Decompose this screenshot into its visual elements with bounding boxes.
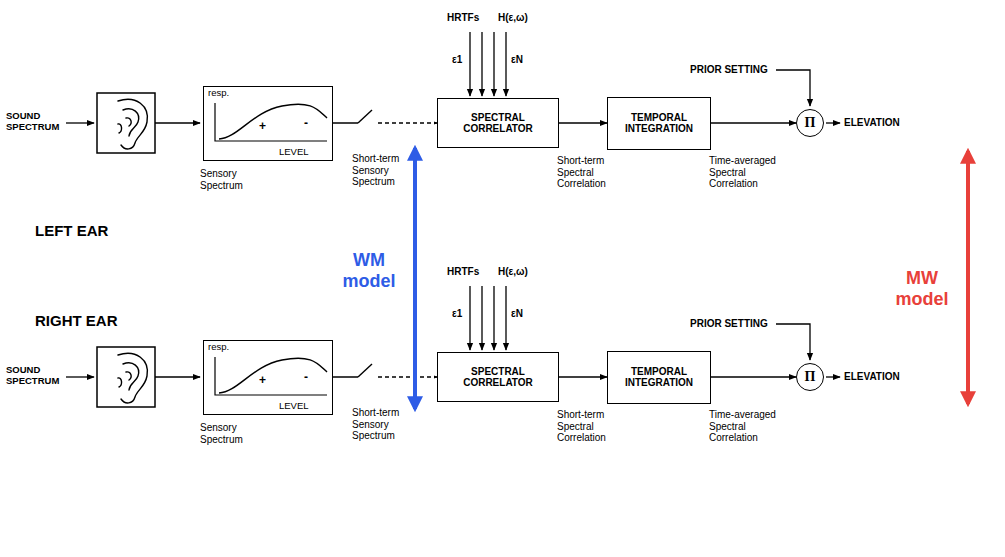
input-label: PRIOR SETTING xyxy=(690,318,768,330)
process-box: TEMPORAL INTEGRATION xyxy=(607,97,711,150)
input-label: SOUND SPECTRUM xyxy=(6,111,68,133)
operator-symbol: Π xyxy=(805,116,816,130)
input-label: PRIOR SETTING xyxy=(690,64,768,76)
axis-label: LEVEL xyxy=(279,401,309,412)
response-curve xyxy=(219,104,327,139)
box-label: TEMPORAL INTEGRATION xyxy=(608,112,710,135)
process-box: SPECTRAL CORRELATOR xyxy=(437,352,559,402)
response-box: resp. + - LEVEL xyxy=(203,86,333,161)
channel-title: LEFT EAR xyxy=(35,222,108,239)
output-label: ELEVATION xyxy=(844,371,900,383)
signal-connector xyxy=(559,122,607,123)
model-double-arrow xyxy=(413,148,417,409)
signal-connector xyxy=(711,376,796,377)
operator-symbol: Π xyxy=(805,370,816,384)
signal-connector xyxy=(559,376,607,377)
switch-blade xyxy=(358,110,372,123)
hrtf-arrow xyxy=(505,32,506,96)
signal-label: Short-term Sensory Spectrum xyxy=(352,407,406,442)
index-label: ε1 xyxy=(452,54,462,66)
signal-label: Short-term Sensory Spectrum xyxy=(352,153,406,188)
axis-label: LEVEL xyxy=(279,147,309,158)
plot-axes xyxy=(215,103,327,141)
prior-arrow xyxy=(776,70,810,106)
input-label: H(ε,ω) xyxy=(498,12,528,24)
switch-gap xyxy=(358,110,434,136)
index-label: ε1 xyxy=(452,308,462,320)
box-label: SPECTRAL CORRELATOR xyxy=(438,366,558,389)
input-arrow xyxy=(66,122,94,123)
channel-title: RIGHT EAR xyxy=(35,312,118,329)
signal-arrow xyxy=(155,122,200,123)
process-box: SPECTRAL CORRELATOR xyxy=(437,98,559,148)
ear-icon xyxy=(118,99,147,149)
input-label: HRTFs xyxy=(447,12,479,24)
sign-mark: - xyxy=(304,371,308,385)
axis-label: resp. xyxy=(208,88,229,99)
signal-label: Short-term Spectral Correlation xyxy=(557,155,617,190)
product-node: Π xyxy=(796,109,824,137)
signal-label: Time-averaged Spectral Correlation xyxy=(709,155,785,190)
hrtf-arrow xyxy=(481,32,482,96)
output-arrow xyxy=(826,122,840,123)
signal-label: Short-term Spectral Correlation xyxy=(557,409,617,444)
model-label: MW model xyxy=(888,268,956,309)
input-label: H(ε,ω) xyxy=(498,266,528,278)
hrtf-arrow xyxy=(493,32,494,96)
ear-helix xyxy=(118,99,147,149)
signal-connector xyxy=(711,122,796,123)
product-node: Π xyxy=(796,363,824,391)
box-label: SPECTRAL CORRELATOR xyxy=(438,112,558,135)
channel-illustration xyxy=(66,286,840,407)
index-label: εN xyxy=(511,54,523,66)
hrtf-arrow xyxy=(469,32,470,96)
box-label: TEMPORAL INTEGRATION xyxy=(608,366,710,389)
ear-antihelix xyxy=(123,109,139,136)
sign-mark: - xyxy=(304,117,308,131)
index-label: εN xyxy=(511,308,523,320)
signal-connector xyxy=(333,122,437,123)
input-label: SOUND SPECTRUM xyxy=(6,365,68,387)
ear-tragus xyxy=(118,124,122,133)
axis-label: resp. xyxy=(208,342,229,353)
channel-illustration xyxy=(66,32,840,153)
signal-label: Sensory Spectrum xyxy=(200,422,256,445)
sign-mark: + xyxy=(259,374,266,388)
ear-box xyxy=(97,93,155,153)
signal-label: Time-averaged Spectral Correlation xyxy=(709,409,785,444)
switch-dashed-line xyxy=(378,122,435,123)
sign-mark: + xyxy=(259,120,266,134)
input-label: HRTFs xyxy=(447,266,479,278)
signal-label: Sensory Spectrum xyxy=(200,168,256,191)
model-double-arrow xyxy=(966,151,970,404)
output-label: ELEVATION xyxy=(844,117,900,129)
ear-concha xyxy=(126,118,131,126)
process-box: TEMPORAL INTEGRATION xyxy=(607,351,711,404)
model-label: WM model xyxy=(333,250,405,291)
response-box: resp. + - LEVEL xyxy=(203,340,333,415)
